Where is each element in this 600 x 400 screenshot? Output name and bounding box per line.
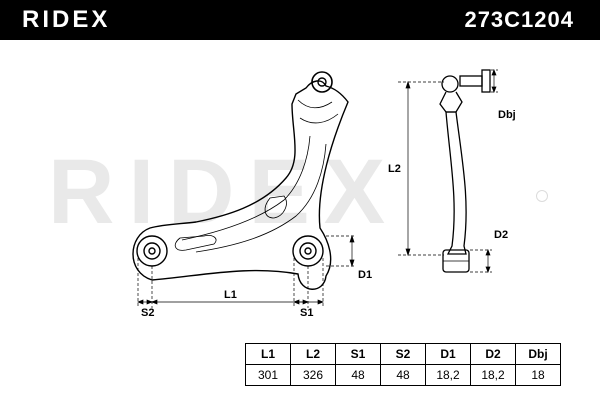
spec-value-L2: 326 [290, 364, 336, 386]
registered-mark-icon [536, 190, 548, 202]
spec-header-L2: L2 [290, 343, 336, 365]
arm-outline [132, 80, 349, 290]
ball-joint-head [311, 71, 333, 93]
part-number: 273C1204 [464, 7, 574, 32]
specifications-header-row: L1 L2 S1 S2 D1 D2 Dbj [245, 343, 561, 365]
side-view-stud-tip [481, 69, 491, 93]
rear-bushing-inner [299, 242, 317, 260]
control-arm-side-view [439, 69, 491, 273]
side-view-body [445, 111, 467, 255]
brand-logo: RIDEX [22, 6, 111, 33]
technical-drawing: L1 S2 S1 D1 L2 Dbj D2 [132, 69, 516, 319]
spec-value-Dbj: 18 [515, 364, 561, 386]
front-bushing-outer [136, 235, 168, 267]
spec-header-L1: L1 [245, 343, 291, 365]
dimension-label-S2: S2 [141, 307, 154, 319]
side-view-stud [459, 75, 483, 87]
specifications-table: L1 L2 S1 S2 D1 D2 Dbj 301 326 48 48 18,2… [245, 343, 561, 386]
spec-value-L1: 301 [245, 364, 291, 386]
spec-value-S1: 48 [335, 364, 381, 386]
control-arm-front-view [132, 71, 349, 290]
side-view-ball-joint [441, 75, 459, 93]
ball-joint-stud [317, 77, 327, 87]
spec-header-D2: D2 [470, 343, 516, 365]
specifications-value-row: 301 326 48 48 18,2 18,2 18 [245, 364, 561, 386]
arm-inner-rib [181, 135, 327, 253]
arm-web-cutout [264, 195, 287, 219]
arm-top-rib [297, 99, 339, 124]
header-bar: RIDEX 273C1204 [0, 0, 600, 40]
dimension-label-L1: L1 [224, 289, 237, 301]
dimension-label-D2: D2 [494, 229, 508, 241]
front-bushing-inner [143, 242, 161, 260]
side-view-dimensions [398, 69, 498, 273]
rear-bushing-outer [292, 235, 324, 267]
spec-header-S1: S1 [335, 343, 381, 365]
spec-header-Dbj: Dbj [515, 343, 561, 365]
spec-value-D2: 18,2 [470, 364, 516, 386]
watermark: RIDEX [48, 141, 400, 243]
spec-value-S2: 48 [380, 364, 426, 386]
side-view-neck [439, 91, 463, 113]
rear-bushing-core [304, 247, 312, 255]
dimension-label-S1: S1 [300, 307, 313, 319]
front-view-dimensions [137, 234, 356, 308]
dimension-label-D1: D1 [358, 269, 372, 281]
arm-slot [174, 235, 217, 251]
spec-value-D1: 18,2 [425, 364, 471, 386]
spec-header-D1: D1 [425, 343, 471, 365]
front-bushing-core [148, 247, 156, 255]
dimension-label-Dbj: Dbj [498, 109, 516, 121]
spec-header-S2: S2 [380, 343, 426, 365]
dimension-label-L2: L2 [388, 163, 401, 175]
